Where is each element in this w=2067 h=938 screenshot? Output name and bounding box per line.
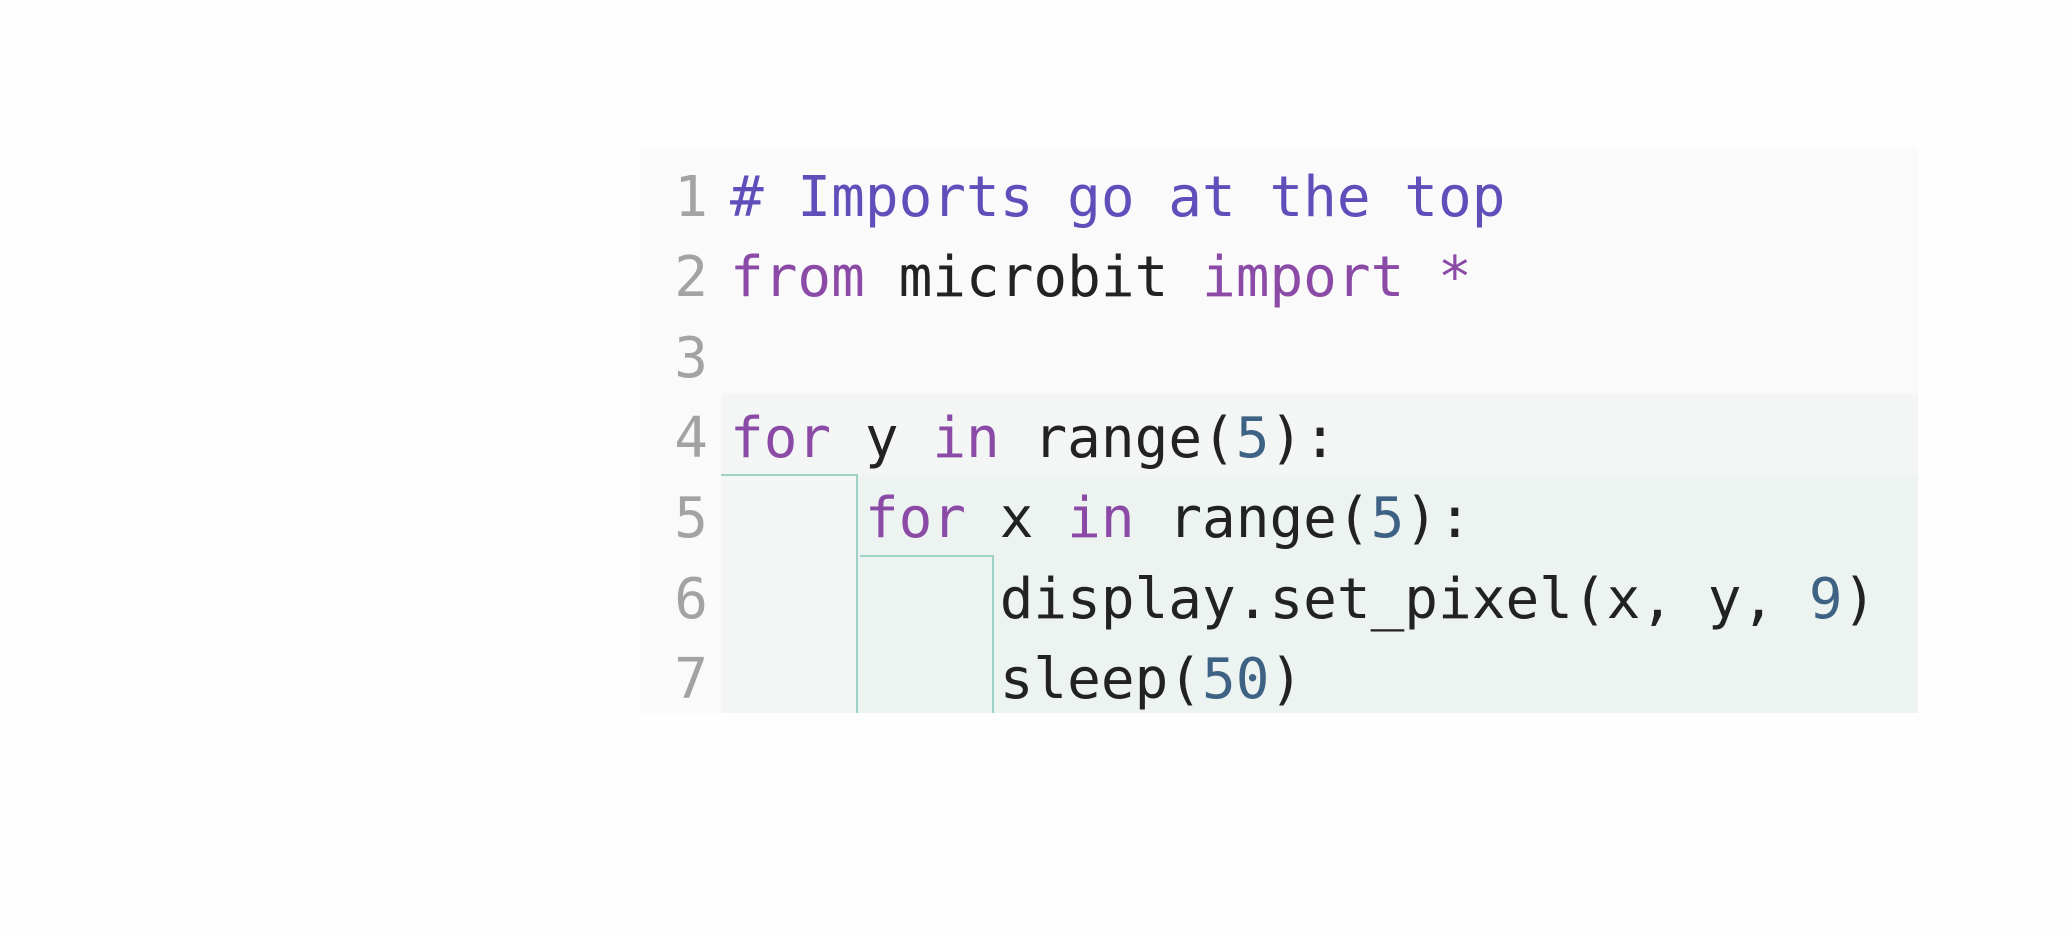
code-token: sleep( — [999, 646, 1203, 712]
code-line[interactable]: 3 — [640, 319, 1918, 399]
code-token: ) — [1842, 566, 1877, 632]
code-token: ): — [1269, 405, 1337, 471]
code-line[interactable]: 2 from microbit import * — [640, 238, 1918, 318]
code-token: range( — [1134, 486, 1371, 552]
keyword-token: import — [1202, 245, 1405, 311]
for-x-block-highlight — [857, 475, 1918, 713]
code-editor[interactable]: 1 # Imports go at the top 2 from microbit i… — [640, 148, 1918, 713]
line-number: 2 — [674, 245, 708, 311]
number-token: 5 — [1370, 486, 1405, 552]
keyword-token: for — [730, 405, 832, 471]
code-line[interactable]: 5 for x in range(5): — [640, 479, 1918, 559]
code-token: range( — [999, 405, 1236, 471]
indent — [730, 567, 1000, 632]
keyword-token: in — [932, 405, 1000, 471]
line-number: 4 — [674, 405, 708, 471]
code-line[interactable]: 6 display.set_pixel(x, y, 9) — [640, 560, 1918, 640]
code-text: # Imports go at the top — [730, 158, 1505, 238]
code-line[interactable]: 1 # Imports go at the top — [640, 158, 1918, 238]
line-number: 6 — [674, 566, 708, 632]
line-number: 3 — [674, 325, 708, 391]
block-rule-outer-vertical — [856, 474, 858, 713]
indent — [730, 486, 865, 551]
comment-token: # Imports go at the top — [730, 165, 1506, 230]
code-text: from microbit import * — [730, 238, 1472, 318]
code-token: microbit — [864, 245, 1203, 311]
code-line[interactable]: 7 sleep(50) — [640, 640, 1918, 713]
keyword-token: * — [1404, 245, 1472, 311]
code-text: display.set_pixel(x, y, 9) — [730, 560, 1877, 640]
code-text: sleep(50) — [730, 640, 1303, 713]
block-rule-inner-vertical — [992, 555, 994, 713]
block-rule-outer-horizontal — [721, 474, 858, 476]
number-token: 5 — [1235, 405, 1270, 471]
number-token: 50 — [1202, 646, 1270, 712]
line-number: 5 — [674, 486, 708, 552]
keyword-token: from — [730, 245, 865, 311]
keyword-token: in — [1067, 486, 1135, 552]
code-token: ) — [1269, 646, 1304, 712]
block-rule-inner-horizontal — [860, 555, 993, 557]
code-text: for y in range(5): — [730, 399, 1337, 479]
indent — [730, 647, 1000, 712]
code-token: x — [966, 486, 1068, 552]
code-token: ): — [1404, 486, 1472, 552]
code-line[interactable]: 4 for y in range(5): — [640, 399, 1918, 479]
code-token: display.set_pixel(x, y, — [999, 566, 1809, 632]
code-token: y — [831, 405, 933, 471]
number-token: 9 — [1808, 566, 1843, 632]
line-number: 1 — [674, 165, 708, 230]
keyword-token: for — [864, 486, 967, 552]
code-text: for x in range(5): — [730, 479, 1472, 559]
line-number: 7 — [674, 646, 708, 712]
